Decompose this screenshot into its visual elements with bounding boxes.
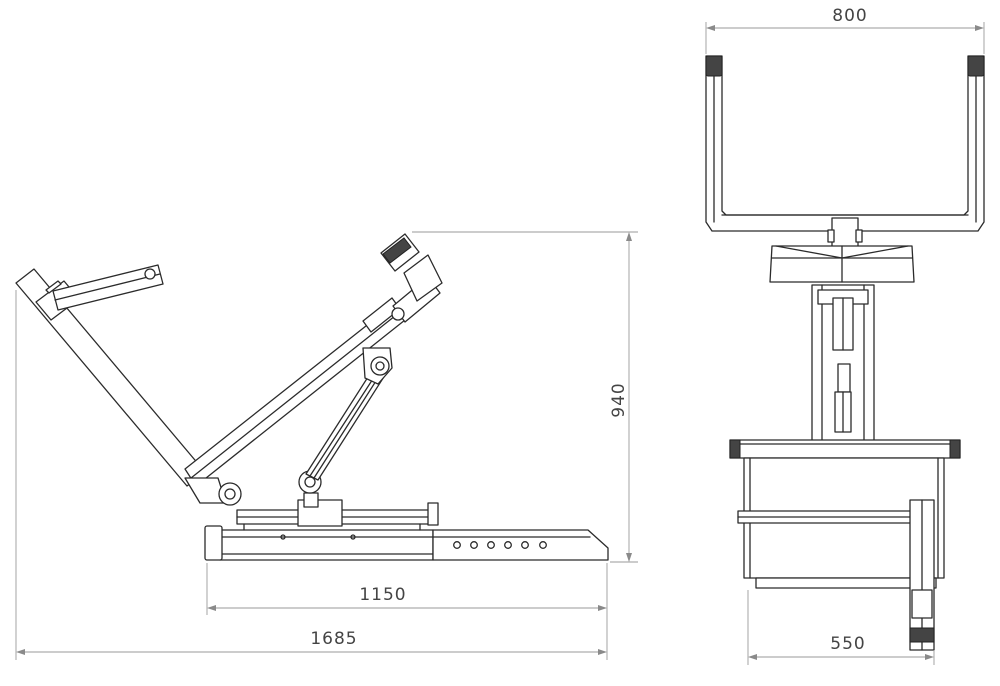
side-base-frame bbox=[204, 525, 609, 561]
dim-label-1685: 1685 bbox=[310, 629, 357, 649]
gas-strut bbox=[305, 347, 393, 481]
adjustment-holes bbox=[453, 541, 547, 549]
crossbar bbox=[729, 439, 961, 459]
sliding-carriage bbox=[297, 470, 343, 527]
arm-pad bbox=[52, 264, 164, 311]
seat-block bbox=[769, 245, 915, 283]
dim-label-940: 940 bbox=[609, 382, 629, 417]
foot-bar bbox=[737, 510, 919, 524]
side-view bbox=[15, 231, 638, 660]
dim-label-550: 550 bbox=[830, 634, 865, 654]
center-hub bbox=[827, 217, 863, 249]
u-handle-frame bbox=[705, 55, 985, 232]
front-view bbox=[705, 22, 985, 665]
hinge-joint bbox=[184, 477, 242, 506]
dimension-lines bbox=[15, 231, 638, 660]
back-support-tube bbox=[15, 268, 206, 487]
dimension-lines-front bbox=[705, 22, 985, 665]
dim-label-800: 800 bbox=[832, 6, 867, 26]
dim-label-1150: 1150 bbox=[359, 585, 406, 605]
side-bracket bbox=[909, 499, 935, 651]
vertical-post bbox=[811, 284, 875, 446]
upper-handle-tube bbox=[380, 233, 443, 323]
